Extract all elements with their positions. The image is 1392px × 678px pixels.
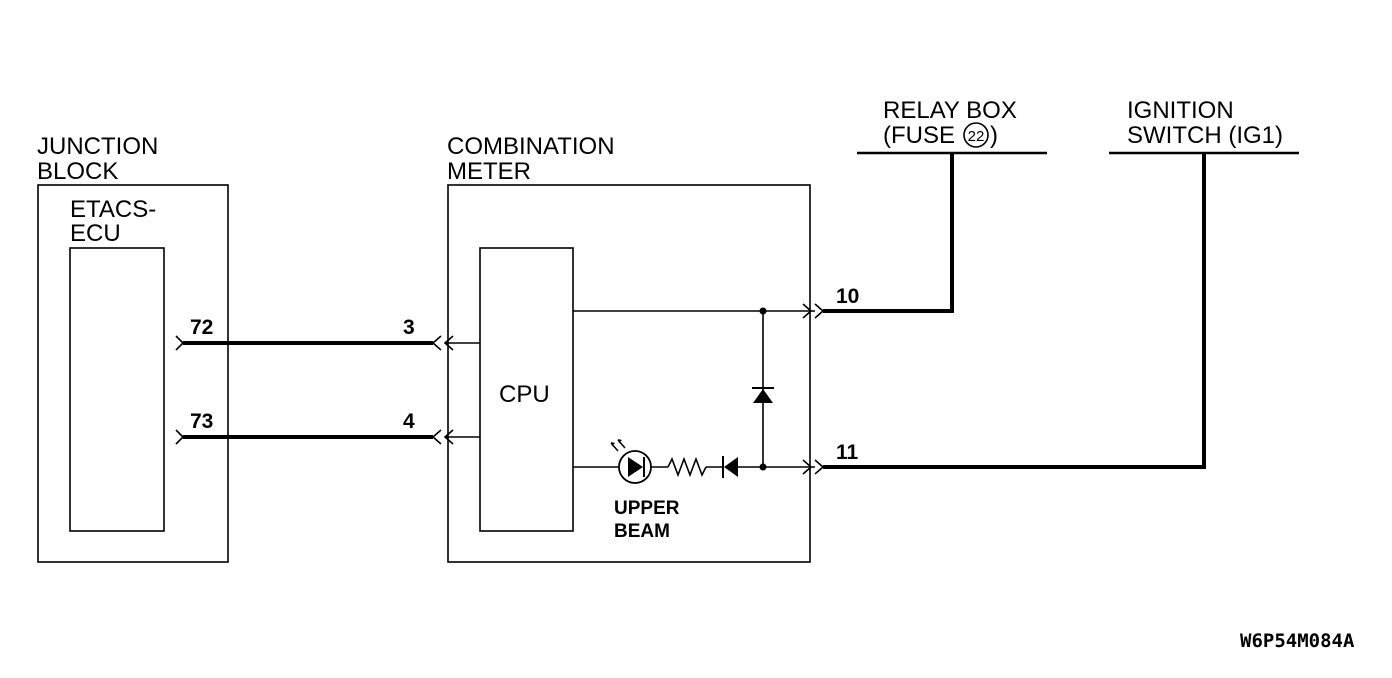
meter-pin-4-connector-outer: [431, 429, 442, 445]
relay-box-label-line2-prefix: (FUSE: [883, 122, 955, 149]
ignition-switch: IGNITION SWITCH (IG1): [1109, 97, 1299, 155]
junction-block-outline: [37, 184, 229, 563]
ecu-meter-wires: 3 4: [183, 316, 480, 445]
junction-block-title-line1: JUNCTION: [37, 133, 158, 160]
meter-pin-4-label: 4: [403, 410, 415, 433]
relay-box-label-line2-suffix: ): [990, 122, 998, 149]
power-wires: 10 11: [802, 153, 1206, 475]
combination-meter-outline: [447, 184, 811, 563]
figure-code: W6P54M084A: [1240, 630, 1355, 652]
meter-pin-11-connector-outer: [814, 459, 825, 475]
cpu-block: [479, 247, 574, 532]
ecu-pin-73-connector: [175, 429, 185, 445]
meter-pin-3-connector-outer: [431, 335, 442, 351]
resistor-icon: [667, 456, 707, 478]
wire-11-to-ignition-switch: [823, 153, 1206, 469]
junction-block: JUNCTION BLOCK ETACS- ECU 72 73: [37, 133, 229, 563]
wire-10-to-relay-box: [823, 153, 954, 313]
meter-pin-11-connector-inner: [802, 459, 813, 475]
etacs-ecu-module: [69, 247, 165, 532]
ecu-pin-72-connector: [175, 335, 185, 351]
ignition-switch-label-line1: IGNITION: [1127, 97, 1234, 124]
junction-block-title-line2: BLOCK: [37, 158, 118, 185]
combination-meter-title-line2: METER: [447, 158, 531, 185]
meter-pin-10-connector-outer: [814, 303, 825, 319]
junction-dot-bottom: [759, 463, 767, 471]
ignition-switch-label-line2: SWITCH (IG1): [1127, 122, 1283, 149]
diode-horizontal-icon: [724, 457, 738, 477]
meter-pin-3-label: 3: [403, 316, 415, 339]
upper-beam-indicator-icon: [610, 439, 652, 484]
etacs-ecu-label-line2: ECU: [70, 220, 121, 247]
fuse-number-circle: [963, 122, 989, 148]
etacs-ecu-label-line1: ETACS-: [70, 196, 156, 223]
cpu-label: CPU: [499, 381, 550, 408]
diode-vertical-icon: [753, 389, 773, 403]
combination-meter: COMBINATION METER CPU UPPER BE: [447, 133, 815, 563]
combination-meter-title-line1: COMBINATION: [447, 133, 615, 160]
meter-pin-11-label: 11: [836, 441, 859, 464]
relay-box: RELAY BOX (FUSE 22 ): [857, 97, 1047, 155]
ecu-pin-72-label: 72: [190, 316, 213, 339]
upper-beam-label-line2: BEAM: [614, 521, 670, 542]
fuse-number: 22: [968, 128, 985, 145]
meter-pin-10-connector-inner: [802, 303, 813, 319]
relay-box-label-line1: RELAY BOX: [883, 97, 1017, 124]
meter-pin-10-label: 10: [836, 285, 859, 308]
ecu-pin-73-label: 73: [190, 410, 213, 433]
upper-beam-label-line1: UPPER: [614, 498, 680, 519]
